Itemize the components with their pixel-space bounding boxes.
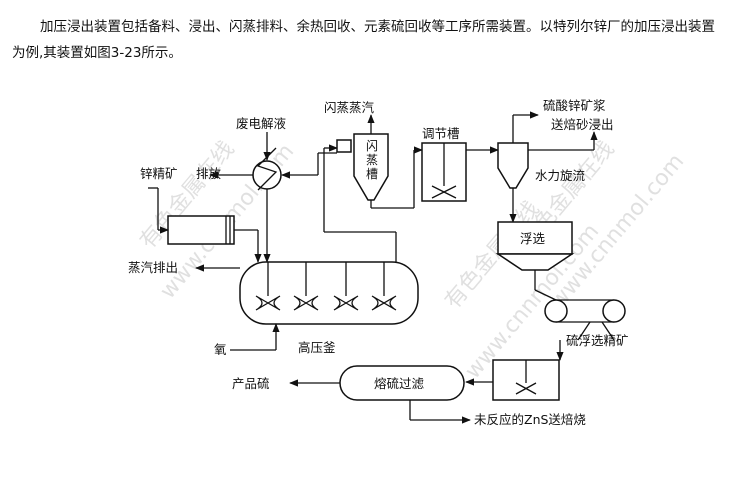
label-flash-steam: 闪蒸蒸汽 [324,100,375,115]
concentrate-preheater [148,187,262,263]
oxygen-inlet [230,323,280,351]
sulfur-concentrate-tank [465,340,564,401]
label-sulfur-flotation-concentrate: 硫浮选精矿 [566,333,629,348]
label-zinc-sulfate-slurry: 硫酸锌矿浆 [543,98,606,113]
label-discharge: 排放 [196,166,222,181]
label-flash-tank-char2: 蒸 [366,153,378,167]
diagram-labels: 废电解液 闪蒸蒸汽 闪 蒸 槽 调节槽 硫酸锌矿浆 送焙砂浸出 水力旋流 锌精矿… [128,98,629,427]
conditioning-tank [421,142,499,202]
label-hydrocyclone: 水力旋流 [535,168,586,183]
label-flotation: 浮选 [520,231,546,246]
flotation-cell [495,221,575,290]
label-zinc-concentrate: 锌精矿 [140,166,178,181]
label-unreacted-zns: 未反应的ZnS送焙烧 [474,412,586,427]
label-flash-tank-char3: 槽 [366,167,378,181]
flash-tank [336,114,423,209]
belt-filter [534,289,626,341]
label-oxygen: 氧 [214,342,227,357]
intro-paragraph: 加压浸出装置包括备料、浸出、闪蒸排料、余热回收、元素硫回收等工序所需装置。以特列… [12,19,715,61]
label-conditioning-tank: 调节槽 [422,126,460,141]
flash-steam-line [281,152,337,179]
hydrocyclone [497,111,598,223]
label-waste-electrolyte: 废电解液 [236,116,287,131]
label-product-sulfur: 产品硫 [232,376,270,391]
autoclave-to-flash-line [323,144,397,262]
label-to-calcine-leach: 送焙砂浸出 [551,117,614,132]
label-flash-tank-char1: 闪 [366,139,378,153]
autoclave [239,261,419,325]
label-molten-sulfur-filtration: 熔硫过滤 [374,376,425,391]
label-steam-exhaust: 蒸汽排出 [128,260,178,275]
label-autoclave: 高压釜 [298,340,336,355]
molten-sulfur-filter [289,365,471,424]
